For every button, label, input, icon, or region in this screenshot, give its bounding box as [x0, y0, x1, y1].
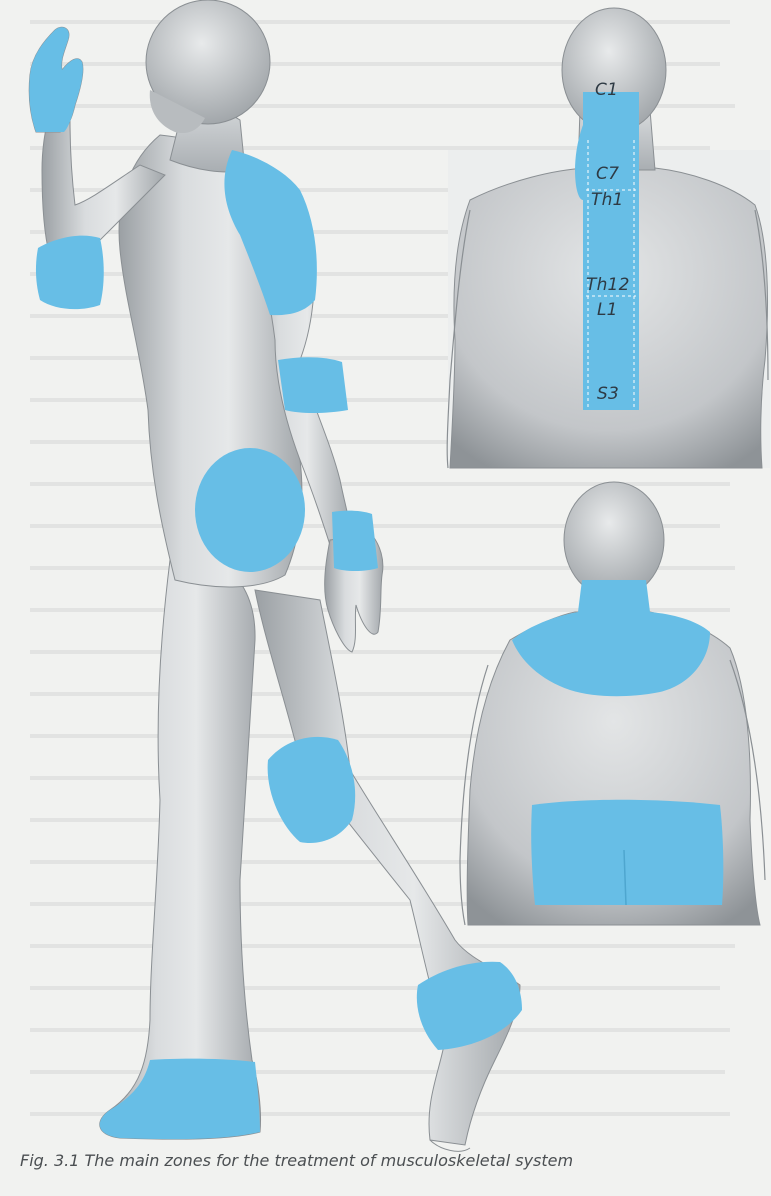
figure-caption: Fig. 3.1 The main zones for the treatmen…	[20, 1151, 760, 1170]
spine-zone	[583, 92, 639, 410]
spine-label-l1: L1	[597, 300, 618, 320]
spine-label-s3: S3	[597, 384, 619, 404]
back-view-shoulders	[460, 482, 765, 925]
spine-label-c1: C1	[595, 80, 618, 100]
spine-label-c7: C7	[596, 164, 619, 184]
spine-label-th12: Th12	[586, 275, 630, 295]
lumbar-zone	[531, 800, 723, 905]
spine-label-th1: Th1	[591, 190, 624, 210]
